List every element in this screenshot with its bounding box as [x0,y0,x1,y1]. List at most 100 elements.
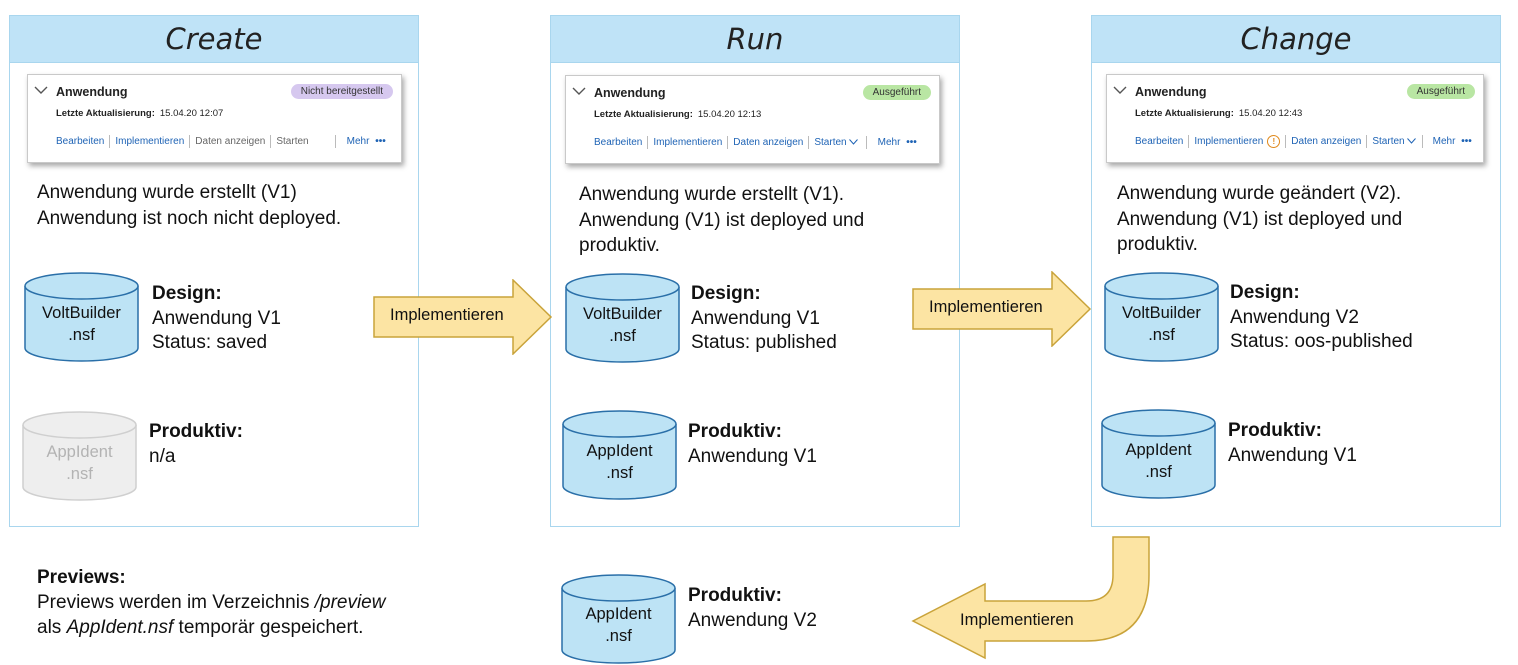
more-dots-icon: ••• [375,136,386,147]
prod-v2-info: Produktiv: Anwendung V2 [688,584,817,633]
action-bar: Bearbeiten Implementieren! Daten anzeige… [1135,135,1481,148]
status-badge: Ausgeführt [1406,84,1475,99]
status-badge: Ausgeführt [862,85,931,100]
description-line: produktiv. [579,235,660,256]
panel-change: Change Anwendung Ausgeführt Letzte Aktua… [1091,15,1501,527]
chevron-down-icon [848,139,858,146]
arrow-right-icon [912,270,1092,348]
db-ext: .nsf [1148,326,1175,344]
db-ext: .nsf [68,326,95,344]
panel-create: Create Anwendung Nicht bereitgestellt Le… [9,15,419,527]
warning-icon: ! [1267,135,1281,148]
last-updated-value: 15.04.20 12:13 [697,109,762,120]
last-updated: Letzte Aktualisierung: 15.04.20 12:07 [56,108,223,119]
previews-title: Previews: [37,567,126,588]
view-data-link[interactable]: Daten anzeigen [733,137,804,148]
previews-line-1: Previews werden im Verzeichnis /preview [37,592,386,613]
prod-version: Anwendung V1 [688,445,817,467]
implement-arrow-2: Implementieren [912,270,1092,348]
edit-link[interactable]: Bearbeiten [1135,136,1184,147]
edit-link[interactable]: Bearbeiten [594,137,643,148]
start-link[interactable]: Starten [814,137,858,148]
chevron-down-icon[interactable] [1113,85,1127,95]
more-link[interactable]: Mehr ••• [346,136,386,147]
last-updated-label: Letzte Aktualisierung: [594,109,693,120]
curved-arrow-icon [911,536,1150,660]
design-database-icon: VoltBuilder .nsf [1104,272,1219,364]
arrow-label: Implementieren [390,306,504,324]
description-line: Anwendung (V1) ist deployed und [579,209,865,231]
action-bar: Bearbeiten Implementieren Daten anzeigen… [594,136,933,149]
description: Anwendung wurde erstellt (V1) Anwendung … [37,180,341,231]
design-info: Design: Anwendung V2 Status: oos-publish… [1230,281,1413,355]
design-info: Design: Anwendung V1 Status: published [691,282,837,356]
prod-title: Produktiv: [688,585,782,606]
prod-title: Produktiv: [149,421,243,442]
chevron-down-icon[interactable] [572,86,586,96]
description-line: Anwendung wurde erstellt (V1). [579,184,845,205]
deploy-link[interactable]: Implementieren! [1194,135,1281,148]
design-version: Anwendung V1 [152,307,281,329]
design-version: Anwendung V1 [691,307,820,329]
design-title: Design: [691,283,761,304]
design-title: Design: [152,283,222,304]
db-name: AppIdent [46,443,113,461]
db-name: VoltBuilder [583,305,662,323]
panel-title: Run [551,16,959,63]
prod-version: Anwendung V2 [688,609,817,631]
db-name: VoltBuilder [1122,304,1201,322]
db-ext: .nsf [1145,463,1172,481]
description-line: Anwendung ist noch nicht deployed. [37,207,342,229]
db-name: VoltBuilder [42,304,121,322]
arrow-right-icon [373,278,553,356]
panel-run: Run Anwendung Ausgeführt Letzte Aktualis… [550,15,960,527]
view-data-link[interactable]: Daten anzeigen [195,136,266,147]
last-updated: Letzte Aktualisierung:15.04.20 12:43 [1135,108,1302,119]
view-data-link[interactable]: Daten anzeigen [1291,136,1362,147]
app-title: Anwendung [1135,85,1207,99]
db-name: AppIdent [1125,441,1192,459]
start-link[interactable]: Starten [1372,136,1416,147]
prod-database-icon: AppIdent.nsf [562,410,677,502]
edit-link[interactable]: Bearbeiten [56,136,105,147]
previews-note: Previews: Previews werden im Verzeichnis… [37,565,385,640]
status-badge: Nicht bereitgestellt [290,84,393,99]
prod-version: n/a [149,445,176,467]
start-link[interactable]: Starten [276,136,309,147]
db-ext: .nsf [606,464,633,482]
chevron-down-icon[interactable] [34,85,48,95]
last-updated-label: Letzte Aktualisierung: [56,108,155,119]
implement-arrow-1: Implementieren [373,278,553,356]
description-line: produktiv. [1117,234,1198,255]
more-link[interactable]: Mehr ••• [877,137,917,148]
prod-title: Produktiv: [688,421,782,442]
more-link[interactable]: Mehr ••• [1432,136,1472,147]
design-version: Anwendung V2 [1230,306,1359,328]
panel-title: Change [1092,16,1500,63]
action-bar: Bearbeiten Implementieren Daten anzeigen… [56,135,395,148]
app-card: Anwendung Nicht bereitgestellt Letzte Ak… [27,74,402,163]
description: Anwendung wurde geändert (V2). Anwendung… [1117,181,1402,258]
last-updated-label: Letzte Aktualisierung: [1135,108,1234,119]
design-status: Status: published [691,332,837,353]
arrow-label: Implementieren [929,298,1043,316]
arrow-label: Implementieren [960,611,1074,629]
prod-database-icon: AppIdent .nsf [1101,409,1216,501]
description: Anwendung wurde erstellt (V1). Anwendung… [579,182,864,259]
db-ext: .nsf [66,465,93,483]
design-status: Status: saved [152,332,268,353]
app-card: Anwendung Ausgeführt Letzte Aktualisieru… [565,75,940,164]
deploy-link[interactable]: Implementieren [653,137,723,148]
deploy-link[interactable]: Implementieren [115,136,185,147]
design-database-icon: VoltBuilder.nsf [565,273,680,365]
panel-title: Create [10,16,418,63]
last-updated-value: 15.04.20 12:07 [159,108,224,119]
description-line: Anwendung wurde erstellt (V1) [37,182,297,203]
prod-info: Produktiv: Anwendung V1 [1228,419,1357,468]
design-info: Design: Anwendung V1 Status: saved [152,282,281,356]
db-name: AppIdent [585,605,652,623]
app-title: Anwendung [56,85,128,99]
implement-arrow-3: Implementieren [910,535,1155,660]
db-ext: .nsf [605,627,632,645]
description-line: Anwendung (V1) ist deployed und [1117,208,1403,230]
